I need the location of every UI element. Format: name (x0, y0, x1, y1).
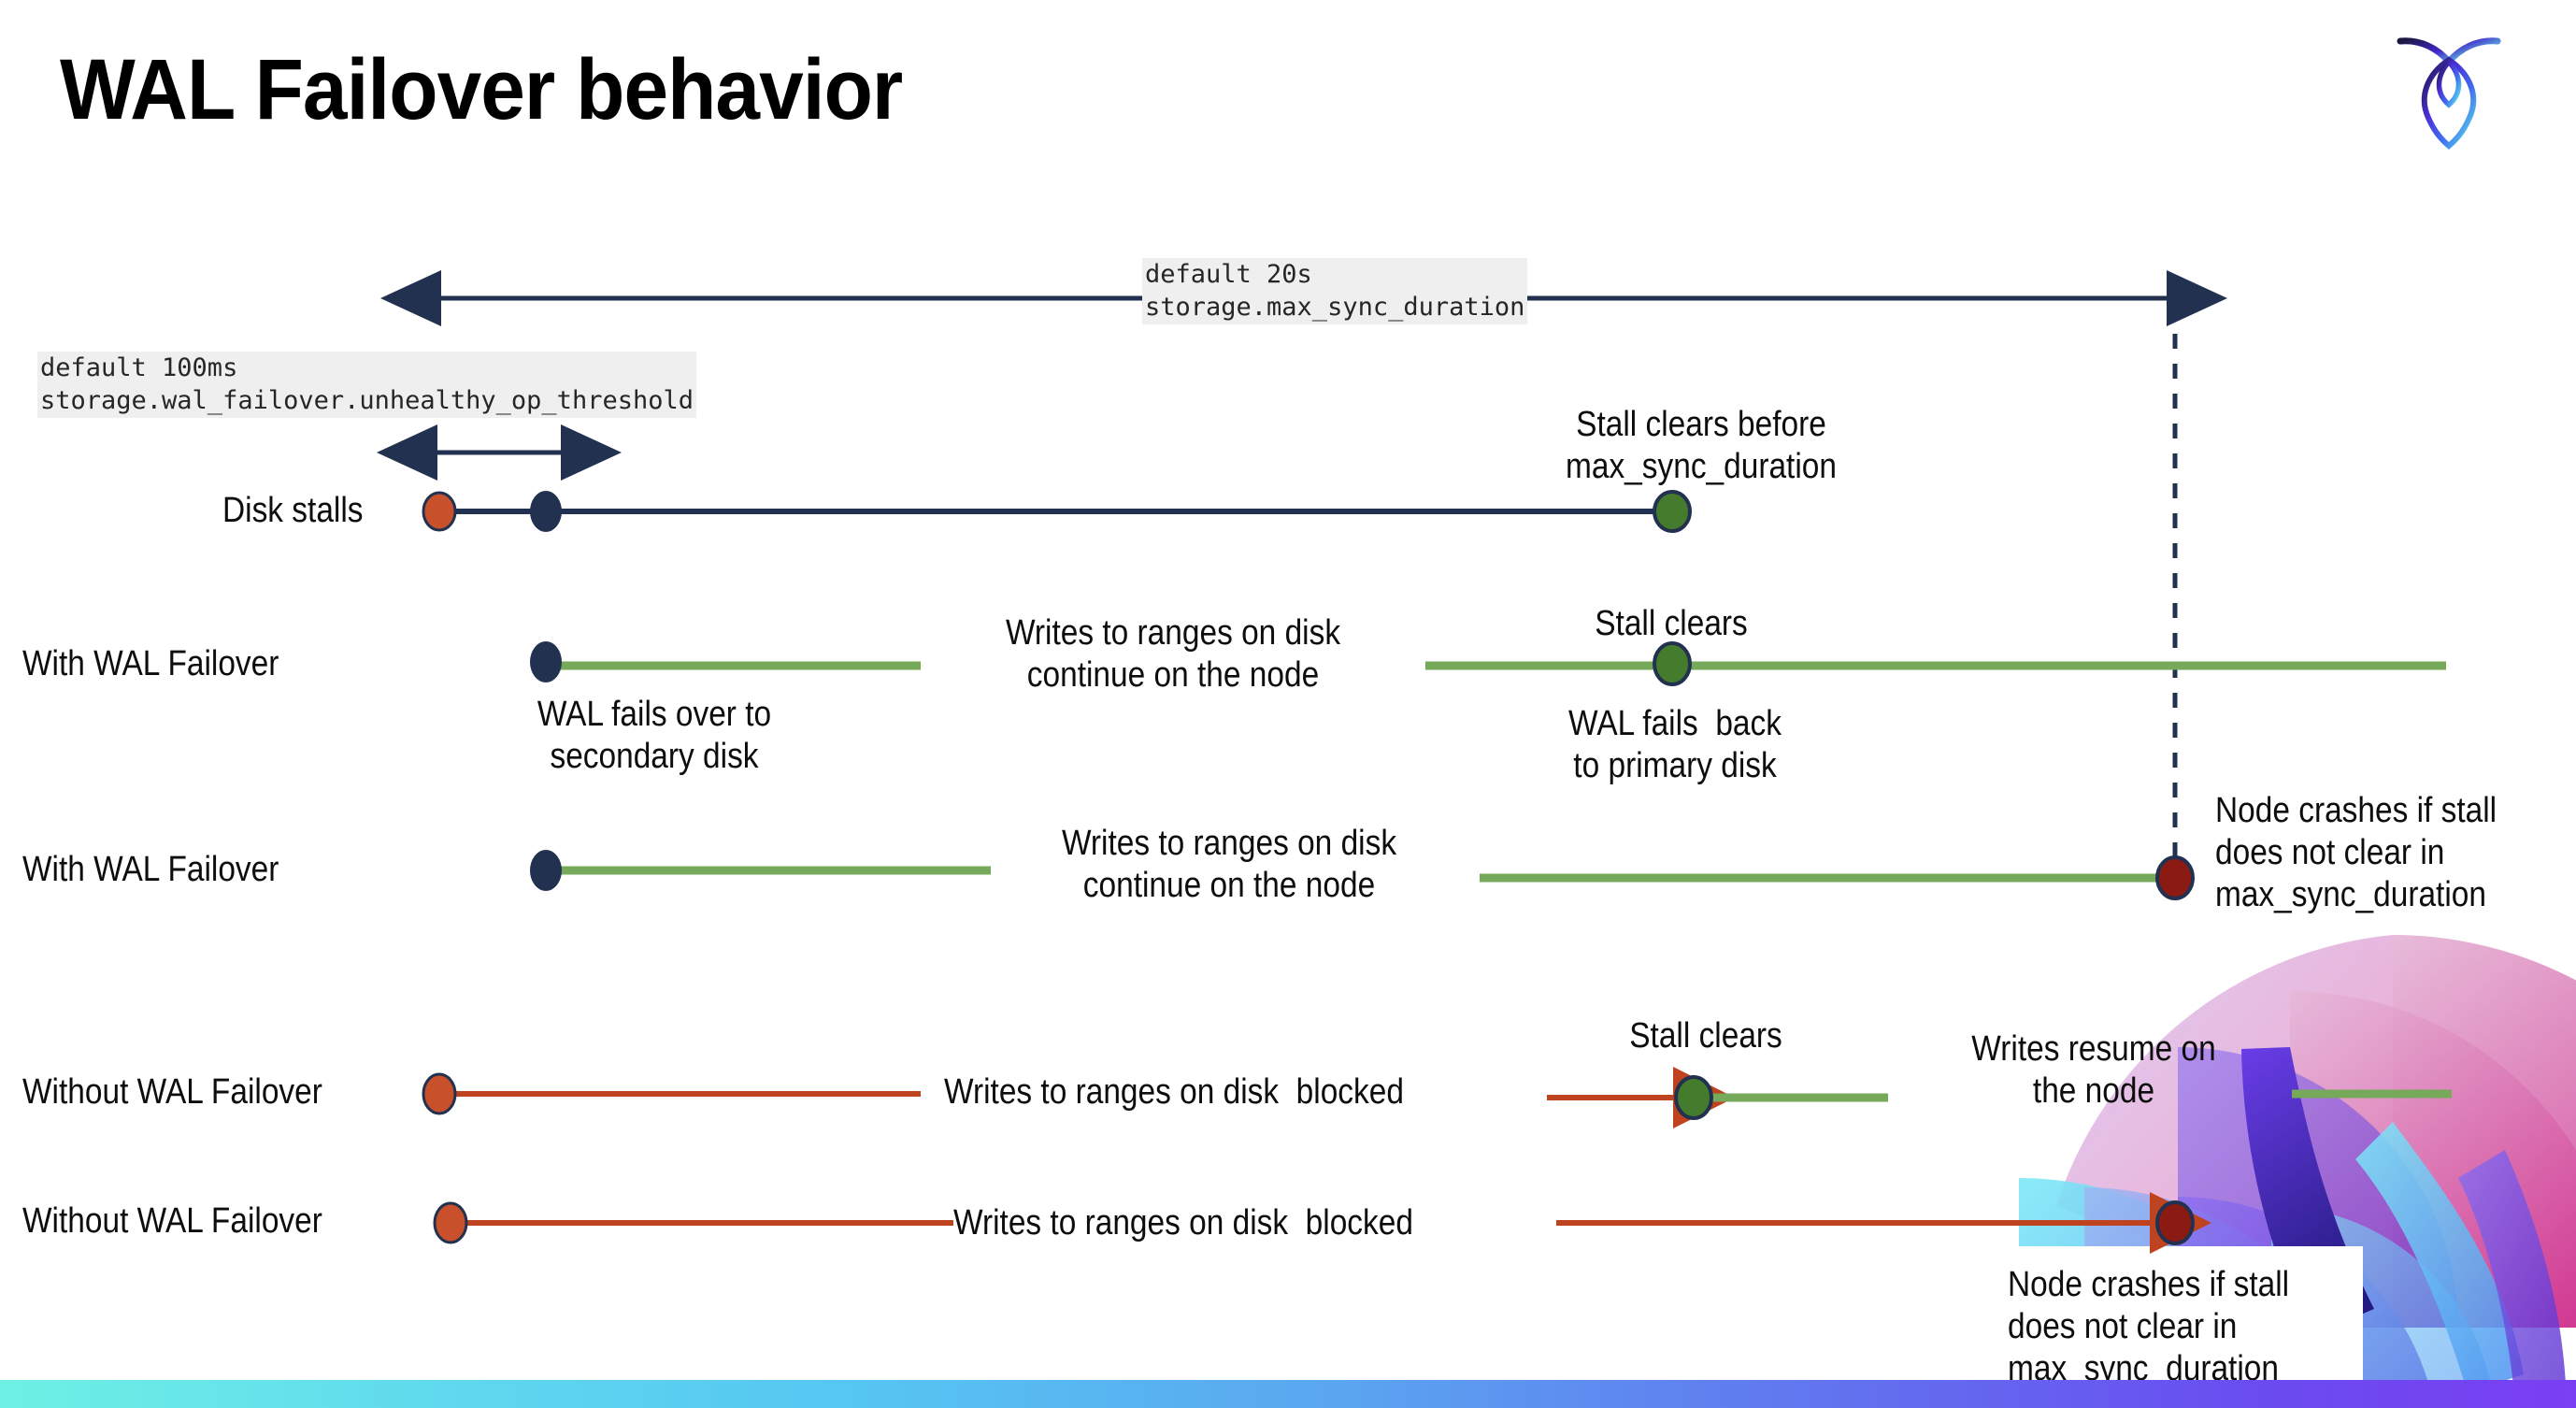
row-disk-stalls-track (422, 490, 1692, 533)
row-without-wal-failover-crashes-track (433, 1192, 2211, 1254)
bottom-accent-bar (0, 1380, 2576, 1408)
page-title: WAL Failover behavior (60, 42, 903, 137)
row-label-with-wal-failover-recovers: With WAL Failover (22, 644, 279, 683)
row-label-disk-stalls: Disk stalls (222, 491, 364, 530)
note-node-crashes-with-failover: Node crashes if stall does not clear in … (2215, 791, 2497, 914)
note-node-crashes-without-failover: Node crashes if stall does not clear in … (2008, 1265, 2290, 1388)
cockroachdb-logo (2393, 28, 2505, 151)
setting-max-sync-duration: default 20s storage.max_sync_duration (1142, 258, 1528, 325)
row-label-without-wal-failover-crashes: Without WAL Failover (22, 1201, 322, 1241)
row-with-wal-failover-recovers-track (530, 641, 2446, 686)
note-writes-continue-recovers: Writes to ranges on disk continue on the… (1005, 613, 1341, 695)
setting-name: storage.wal_failover.unhealthy_op_thresh… (40, 385, 694, 415)
note-wal-fails-back: WAL fails back to primary disk (1568, 704, 1782, 785)
note-stall-clears-recovers: Stall clears (1595, 604, 1748, 643)
note-writes-blocked-crashes: Writes to ranges on disk blocked (953, 1203, 1413, 1243)
note-writes-resume: Writes resume on the node (1971, 1029, 2216, 1111)
note-wal-fails-over: WAL fails over to secondary disk (537, 695, 772, 776)
row-label-with-wal-failover-crashes: With WAL Failover (22, 850, 279, 889)
note-writes-blocked-recovers: Writes to ranges on disk blocked (944, 1072, 1404, 1112)
row-with-wal-failover-crashes-track (530, 850, 2195, 900)
setting-unhealthy-op-threshold: default 100ms storage.wal_failover.unhea… (37, 352, 696, 419)
setting-name: storage.max_sync_duration (1145, 292, 1525, 322)
row-label-without-wal-failover-recovers: Without WAL Failover (22, 1072, 322, 1112)
setting-default-value: default 20s (1145, 260, 1312, 289)
note-writes-continue-crashes: Writes to ranges on disk continue on the… (1061, 824, 1397, 905)
row-without-wal-failover-recovers-track (422, 1067, 2452, 1128)
setting-default-value: default 100ms (40, 353, 238, 382)
note-stall-clears-without-failover: Stall clears (1629, 1016, 1782, 1056)
note-disk-stall-clears-before: Stall clears before max_sync_duration (1566, 405, 1837, 486)
